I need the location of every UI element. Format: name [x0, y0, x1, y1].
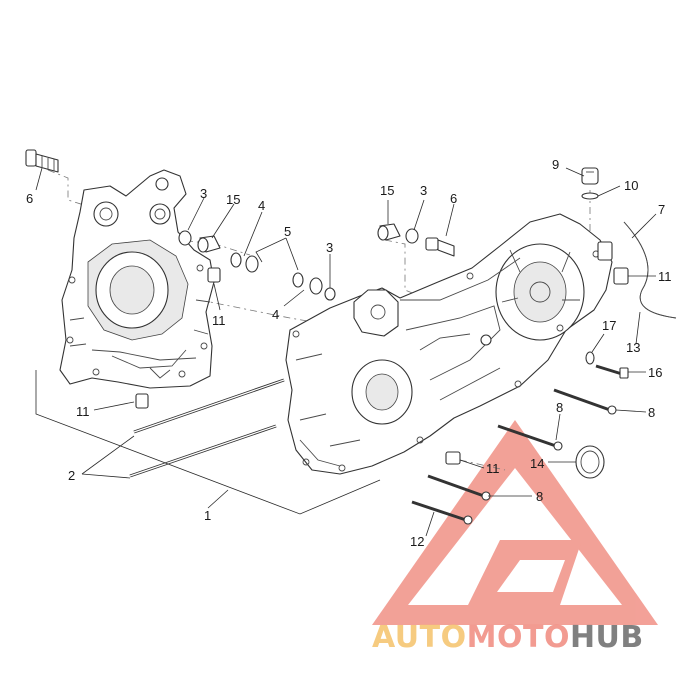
callout-17: 17	[602, 318, 616, 333]
leader-lines	[35, 167, 657, 537]
callout-14: 14	[530, 456, 544, 471]
callout-labels: 6 3 15 4 5 3 4 11 11 2 1 15 3 6 9 10 7 1…	[26, 157, 672, 549]
callout-16: 16	[648, 365, 662, 380]
callout-1: 1	[204, 508, 211, 523]
callout-4-upper: 4	[258, 198, 265, 213]
callout-12: 12	[410, 534, 424, 549]
part-16-bolt	[595, 364, 629, 379]
part-6-plug-left	[25, 149, 59, 173]
callout-9: 9	[552, 157, 559, 172]
callout-15-right: 15	[380, 183, 394, 198]
callout-8-upper: 8	[556, 400, 563, 415]
watermark-text: AUTOMOTOHUB	[372, 620, 644, 655]
callout-7: 7	[658, 202, 665, 217]
part-17-oring-small	[585, 351, 595, 365]
callout-10: 10	[624, 178, 638, 193]
right-crankcase-half	[285, 213, 613, 475]
part-6-plug-right	[425, 237, 455, 257]
svg-text:AUTOMOTOHUB: AUTOMOTOHUB	[372, 620, 644, 655]
part-15-bushing-left	[197, 235, 221, 253]
callout-11-left-upper: 11	[212, 313, 226, 328]
part-9-filler-plug	[581, 167, 599, 200]
callout-11-right-upper: 11	[658, 269, 672, 284]
callout-5: 5	[284, 224, 291, 239]
watermark-logo	[372, 420, 658, 625]
callout-13: 13	[626, 340, 640, 355]
callout-15-left: 15	[226, 192, 240, 207]
callout-11-right-lower: 11	[486, 461, 500, 476]
callout-4-lower: 4	[272, 307, 279, 322]
callout-6-right: 6	[450, 191, 457, 206]
part-2-studs	[129, 378, 285, 478]
part-11-dowels	[135, 267, 629, 465]
part-14-seal	[575, 445, 605, 479]
callout-11-left-lower: 11	[76, 404, 90, 419]
callout-8-lower: 8	[536, 489, 543, 504]
callout-8-right: 8	[648, 405, 655, 420]
part-8-bolts	[427, 388, 617, 501]
part-15-bushing-right	[377, 223, 401, 241]
callout-3-left: 3	[200, 186, 207, 201]
part-12-bolt	[411, 500, 473, 525]
callout-3-right: 3	[420, 183, 427, 198]
part-7-hose	[623, 221, 677, 319]
callout-2: 2	[68, 468, 75, 483]
callout-6-left: 6	[26, 191, 33, 206]
left-crankcase-half	[59, 169, 215, 389]
callout-3-middle: 3	[326, 240, 333, 255]
